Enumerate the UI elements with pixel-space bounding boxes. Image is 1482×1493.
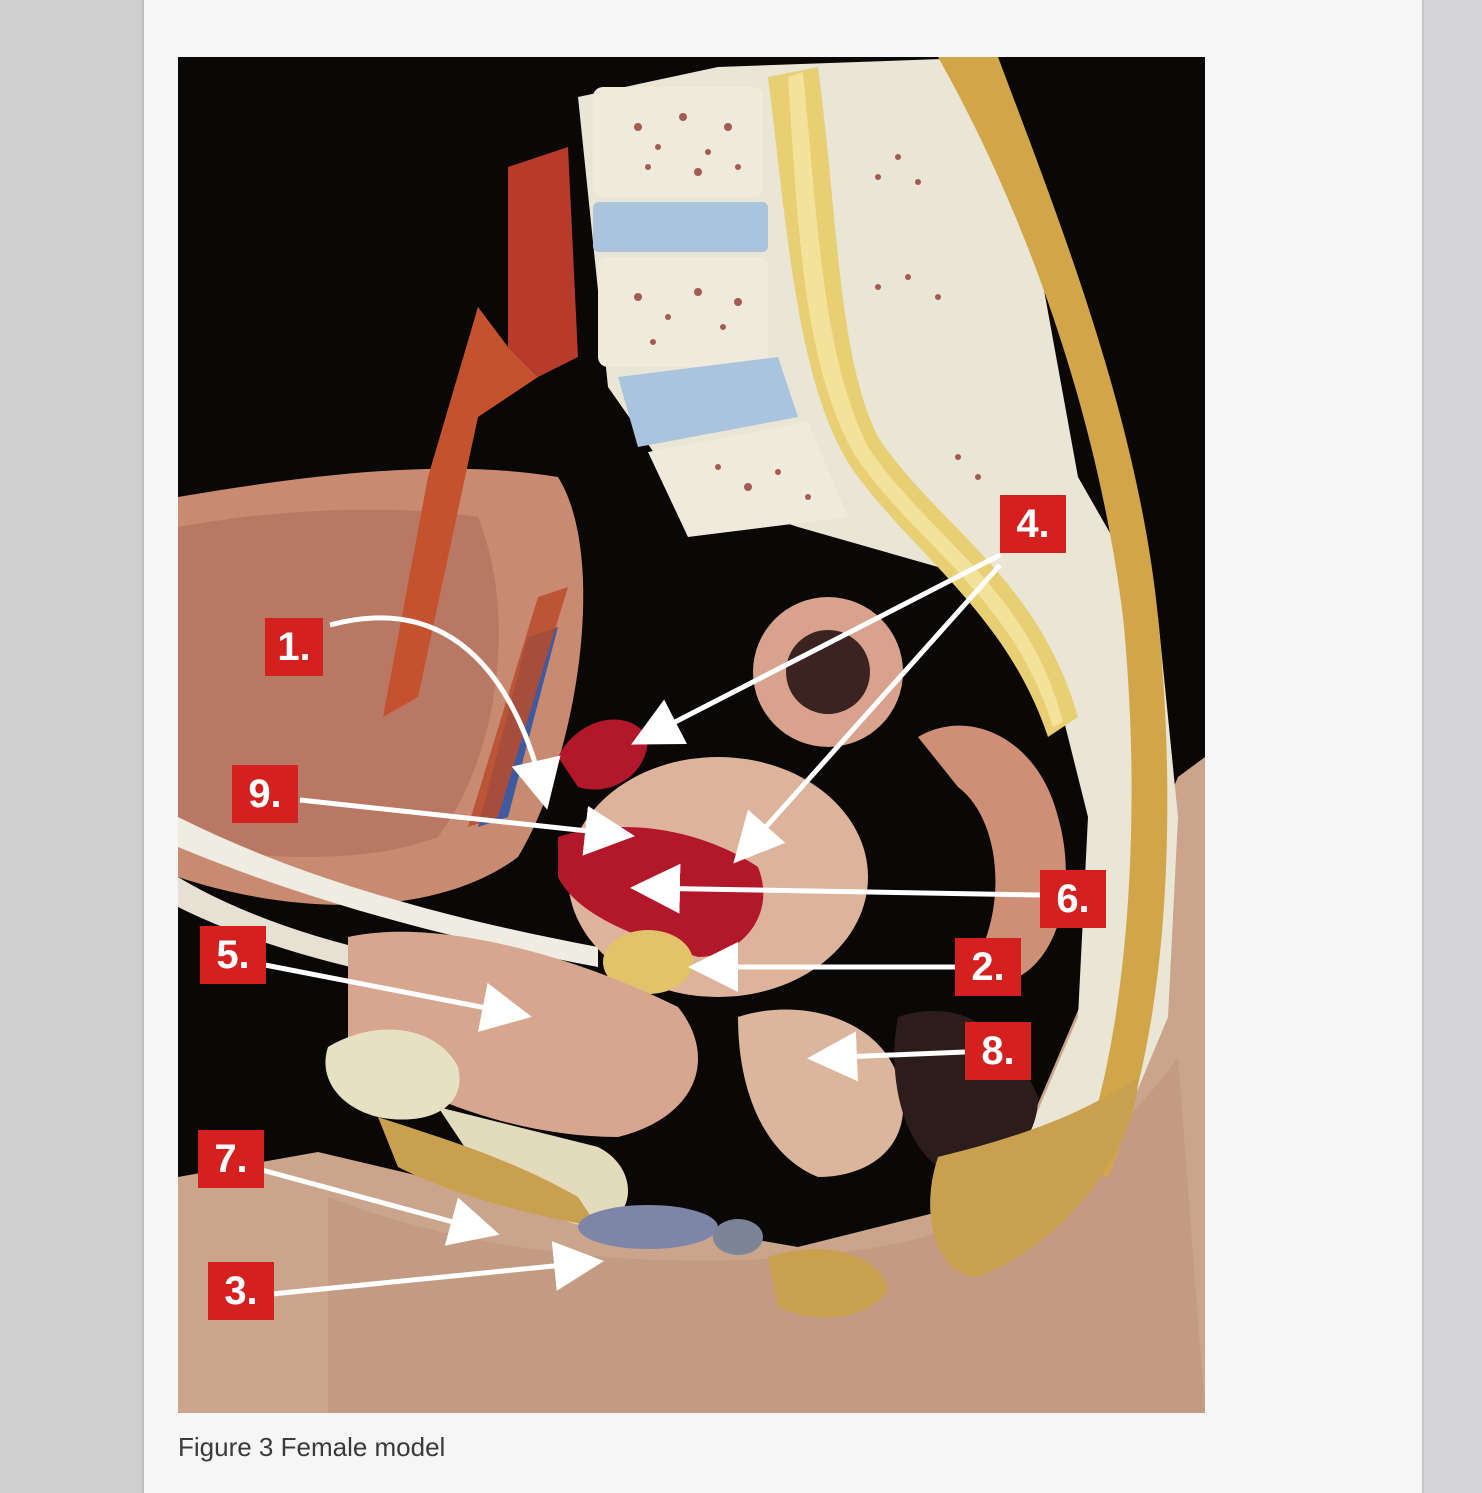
figure-caption: Figure 3 Female model: [178, 1432, 446, 1462]
screen-edge-left: [0, 0, 142, 1493]
label-8: 8.: [965, 1022, 1031, 1080]
label-4: 4.: [1000, 495, 1066, 553]
label-5: 5.: [200, 926, 266, 984]
label-6: 6.: [1040, 870, 1106, 928]
label-9: 9.: [232, 765, 298, 823]
pelvis-model-illustration: [178, 57, 1205, 1413]
label-3: 3.: [208, 1262, 274, 1320]
screen-edge-right: [1420, 0, 1482, 1493]
label-7: 7.: [198, 1130, 264, 1188]
label-2: 2.: [955, 938, 1021, 996]
anatomy-model-photo: [178, 57, 1205, 1413]
label-1: 1.: [265, 618, 323, 676]
